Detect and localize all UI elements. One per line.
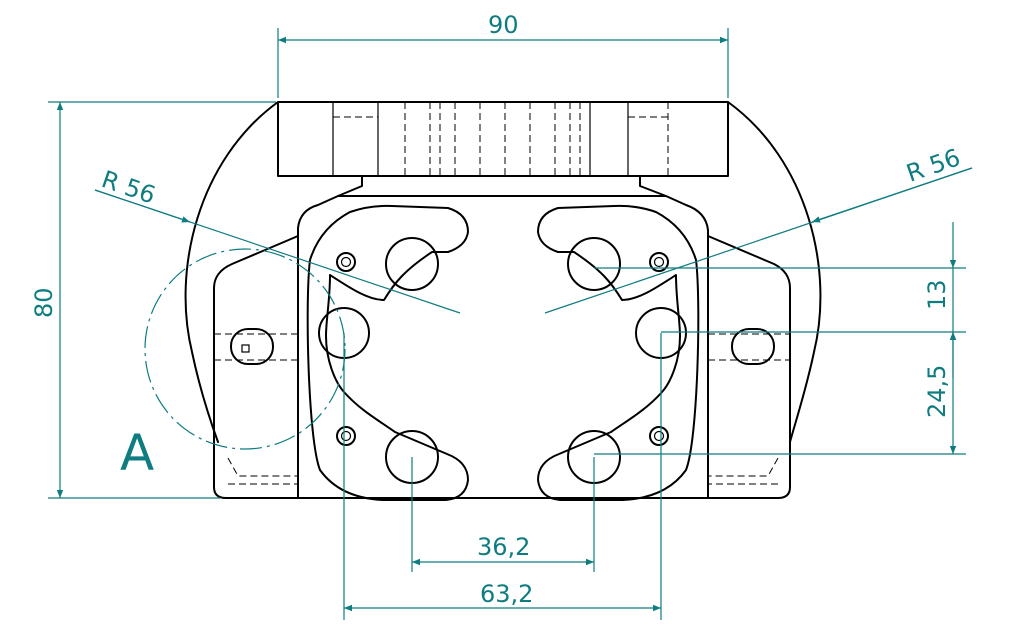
left-slot xyxy=(230,328,274,365)
dim-24-5: 24,5 xyxy=(923,365,951,418)
small-pins xyxy=(336,252,669,446)
detail-circle-a xyxy=(144,248,346,450)
hole-upper-left xyxy=(385,237,439,291)
right-slot xyxy=(731,328,775,365)
right-claw-cutout xyxy=(537,204,700,501)
part-outline xyxy=(184,101,822,501)
dim-r56-left: R 56 xyxy=(98,165,159,209)
dim-90: 90 xyxy=(488,11,519,39)
top-block xyxy=(277,101,729,177)
outer-arc-left xyxy=(184,101,279,443)
left-claw-cutout xyxy=(306,204,469,501)
dim-36-2: 36,2 xyxy=(477,533,530,561)
dim-63-2: 63,2 xyxy=(480,580,533,608)
dim-13: 13 xyxy=(923,279,951,310)
detail-label: A xyxy=(120,424,154,482)
hole-upper-right xyxy=(567,237,621,291)
outer-arc-right xyxy=(727,101,822,443)
dim-80: 80 xyxy=(30,287,58,318)
center-body xyxy=(297,195,709,499)
dimensions: 90 80 R 56 R 56 13 24,5 36,2 63,2 xyxy=(30,11,973,620)
top-block-hidden-lines xyxy=(333,102,669,176)
left-wing xyxy=(213,235,299,499)
